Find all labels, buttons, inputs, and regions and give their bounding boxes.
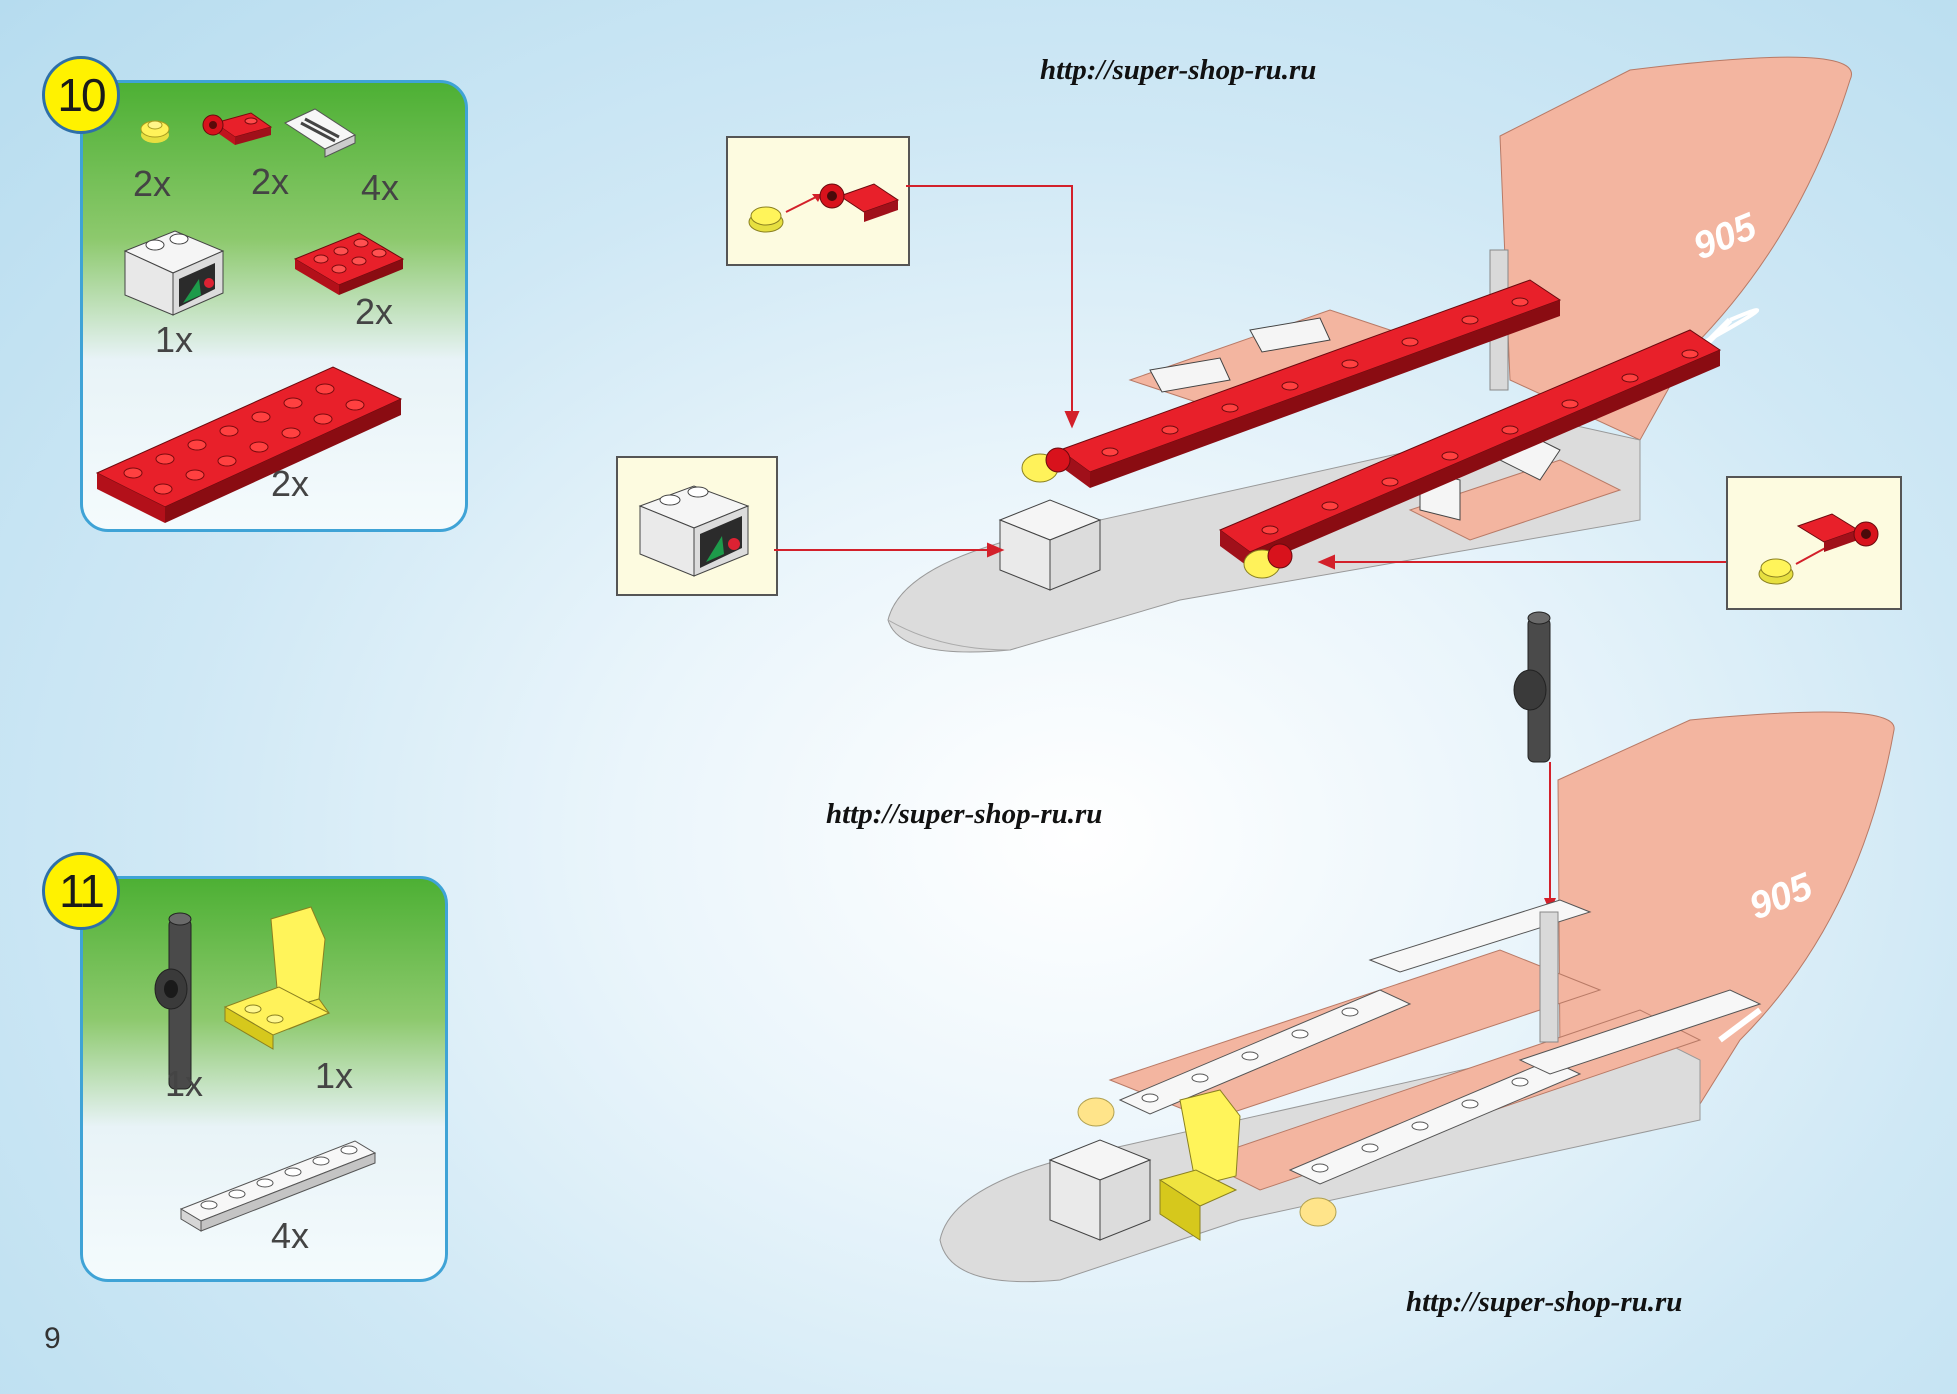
white-plate-1x6-icon [179,1140,377,1232]
axle-connector-between-steps [1513,611,1556,912]
red-plate-2x8-icon [95,366,403,523]
step-11-badge: 11 [42,852,120,930]
yellow-seat-icon [223,906,331,1050]
qty-white-plate-1x6: 4x [271,1215,310,1256]
qty-red-plate-2x8: 2x [271,463,310,504]
page-number: 9 [44,1322,61,1355]
qty-radar-console: 1x [155,319,194,360]
white-grille-slope-icon [283,108,357,158]
callout-radar-console [616,456,778,596]
step-10-panel: 2x 2x 4x 1x 2x 2x [80,80,468,532]
watermark-url-bottom: http://super-shop-ru.ru [1406,1286,1683,1318]
qty-yellow-round-plate: 2x [133,163,172,204]
step-10-badge: 10 [42,56,120,134]
yellow-round-plate-icon [140,120,170,143]
red-clip-plate-icon [202,112,273,145]
watermark-url-top: http://super-shop-ru.ru [1040,54,1317,86]
boat-model-step-10 [887,56,1852,653]
red-plate-2x3-icon [293,232,405,295]
step-11-parts-art [154,906,377,1232]
hull-number-bottom: 905 [1744,865,1819,928]
hull-number-top: 905 [1688,205,1763,268]
arrows-step-10 [774,185,1726,570]
step-10-parts-art [95,108,405,523]
qty-axle-connector: 1x [165,1063,204,1104]
step-11-panel: 1x 1x 4x [80,876,448,1282]
qty-red-clip-plate: 2x [251,161,290,202]
radar-console-icon [123,230,225,316]
qty-white-grille-slope: 4x [361,167,400,208]
qty-yellow-seat: 1x [315,1055,354,1096]
axle-connector-icon [154,912,192,1090]
qty-red-plate-2x3: 2x [355,291,394,332]
watermark-url-middle: http://super-shop-ru.ru [826,798,1103,830]
callout-clip-assembly-top [726,136,910,266]
callout-clip-assembly-right [1726,476,1902,610]
